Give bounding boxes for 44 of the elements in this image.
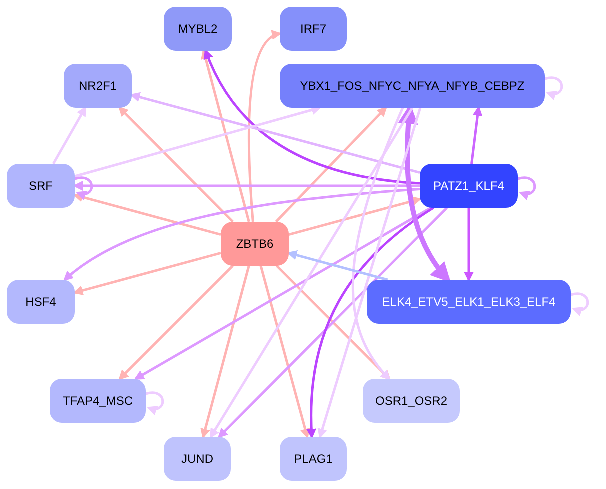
arrow bbox=[73, 181, 420, 191]
arrow bbox=[74, 176, 94, 200]
arrow bbox=[352, 108, 404, 381]
gene-node: TFAP4_MSC bbox=[50, 379, 146, 423]
arrow bbox=[73, 192, 222, 236]
arrow bbox=[74, 105, 322, 178]
arrow bbox=[146, 392, 164, 415]
arrow bbox=[544, 76, 564, 100]
gene-node: PLAG1 bbox=[280, 437, 347, 481]
arrow bbox=[118, 265, 234, 380]
arrow bbox=[130, 92, 420, 174]
arrow bbox=[276, 265, 391, 380]
arrow bbox=[118, 106, 234, 223]
gene-node: NR2F1 bbox=[64, 64, 132, 108]
arrow bbox=[248, 32, 282, 222]
arrow bbox=[318, 108, 422, 439]
gene-node: MYBL2 bbox=[164, 7, 232, 51]
arrow bbox=[134, 206, 432, 380]
gene-node: IRF7 bbox=[280, 7, 347, 51]
arrow bbox=[73, 252, 222, 296]
arrow bbox=[218, 207, 448, 438]
gene-node: PATZ1_KLF4 bbox=[420, 164, 518, 208]
arrow bbox=[204, 49, 420, 185]
arrow bbox=[464, 208, 474, 282]
gene-node: HSF4 bbox=[7, 280, 75, 324]
arrow bbox=[210, 107, 414, 439]
gene-node: YBX1_FOS_NFYC_NFYA_NFYB_CEBPZ bbox=[280, 64, 545, 108]
arrow bbox=[200, 266, 250, 439]
arrow bbox=[518, 176, 536, 200]
arrow bbox=[287, 250, 388, 282]
gene-node: SRF bbox=[7, 164, 75, 208]
arrow bbox=[306, 206, 434, 439]
arrow bbox=[63, 188, 420, 282]
arrow bbox=[201, 49, 250, 222]
arrow bbox=[288, 196, 422, 236]
gene-node: ELK4_ETV5_ELK1_ELK3_ELF4 bbox=[367, 280, 571, 324]
arrow bbox=[570, 292, 590, 316]
arrow bbox=[260, 266, 310, 439]
gene-node: OSR1_OSR2 bbox=[363, 379, 460, 423]
gene-node: JUND bbox=[164, 437, 231, 481]
arrow bbox=[52, 106, 87, 165]
arrow bbox=[470, 106, 483, 164]
gene-node: ZBTB6 bbox=[221, 222, 289, 266]
arrow bbox=[275, 106, 388, 223]
